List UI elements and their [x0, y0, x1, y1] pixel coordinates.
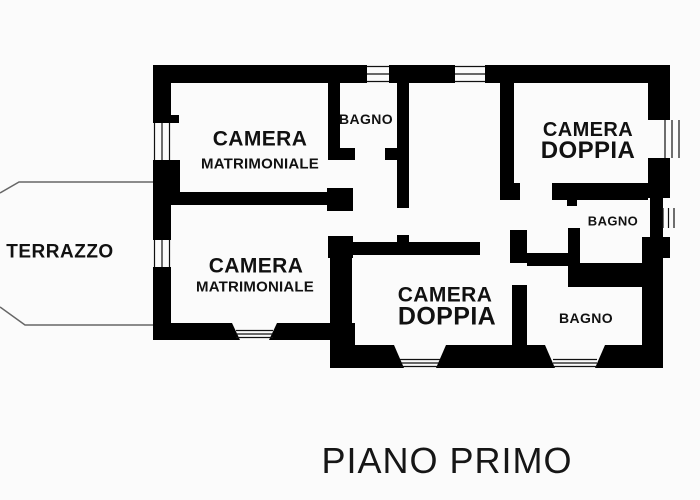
label-camera-doppia-top-right-line2: DOPPIA: [540, 137, 636, 164]
label-terrazzo: TERRAZZO: [6, 241, 114, 263]
label-camera-matrimoniale-bottom-line1: CAMERA: [208, 254, 304, 278]
terrace-outline: [0, 181, 153, 326]
window-icon-right-2: [662, 208, 675, 228]
window-icon-left-2: [153, 240, 171, 267]
window-icon-bay-right: [553, 358, 597, 368]
plan-title: PIANO PRIMO: [321, 440, 573, 481]
label-camera-doppia-center-line1: CAMERA: [397, 283, 493, 307]
window-icon-left-1: [153, 123, 171, 160]
window-icon-top-2: [455, 65, 485, 83]
window-icon-right-1: [664, 120, 680, 158]
label-bagno-bottom: BAGNO: [558, 310, 614, 326]
exterior-walls: [153, 65, 670, 368]
window-icons: [153, 65, 680, 368]
label-bagno-right: BAGNO: [587, 213, 639, 229]
interior-walls: [171, 83, 648, 345]
window-icon-bay-center: [400, 358, 440, 368]
window-icon-bay-left: [236, 329, 273, 339]
window-icon-top-1: [367, 65, 389, 83]
label-camera-matrimoniale-bottom-line2: MATRIMONIALE: [196, 278, 314, 296]
label-camera-matrimoniale-top-line1: CAMERA: [212, 127, 308, 151]
label-camera-matrimoniale-top-line2: MATRIMONIALE: [201, 155, 319, 173]
label-camera-doppia-top-right-line1: CAMERA: [542, 119, 634, 141]
label-camera-doppia-center-line2: DOPPIA: [397, 302, 497, 331]
label-bagno-top: BAGNO: [338, 111, 394, 127]
